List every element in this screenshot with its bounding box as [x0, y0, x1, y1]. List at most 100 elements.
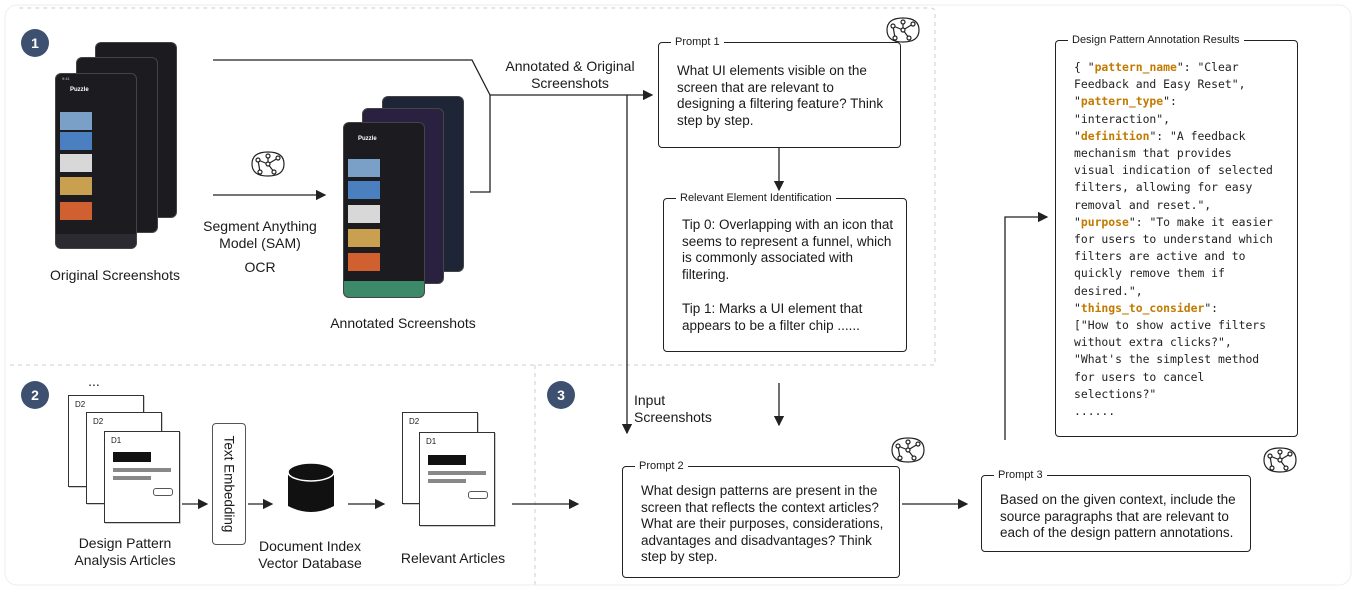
json-text: Feedback and Easy Reset",: [1074, 77, 1246, 92]
json-text: filters are active and to: [1074, 249, 1246, 264]
json-text: "interaction",: [1074, 111, 1171, 126]
brain-network-icon: [1263, 447, 1297, 473]
json-text: filters, allowing for easy: [1074, 180, 1253, 195]
json-text: for users to cancel: [1074, 369, 1205, 384]
doc-heading-bar: [113, 452, 151, 462]
json-key: pattern_type: [1080, 94, 1164, 109]
results-line: "interaction",: [1074, 111, 1273, 128]
doc-heading-bar: [428, 455, 466, 465]
app-thumbnail: [60, 202, 92, 220]
step-badge-2: 2: [21, 381, 49, 409]
articles-label-line1: Design Pattern: [78, 535, 172, 551]
text-embedding-box: Text Embedding: [212, 423, 246, 545]
doc-text-line: [428, 479, 466, 483]
prompt3-box: Prompt 3 Based on the given context, inc…: [981, 468, 1251, 552]
prompt2-box: Prompt 2 What design patterns are presen…: [622, 459, 900, 578]
app-thumbnail: [60, 177, 92, 195]
results-line: without extra clicks?",: [1074, 334, 1273, 351]
original-screenshots-label: Original Screenshots: [50, 267, 180, 283]
doc-text-line: [113, 476, 151, 480]
text-embedding-label: Text Embedding: [221, 435, 237, 533]
relevant-element-box: Relevant Element Identification Tip 0: O…: [663, 191, 907, 352]
docindex-label-line1: Document Index: [259, 538, 361, 554]
annotated-original-label-line1: Annotated & Original: [505, 58, 635, 74]
doc-text-line: [428, 471, 486, 475]
doc-label: D1: [426, 437, 437, 446]
doc-label: D2: [75, 400, 86, 409]
annotated-screenshots-label: Annotated Screenshots: [330, 315, 476, 331]
phone-title: Puzzle: [70, 87, 89, 93]
json-text: removal and reset.",: [1074, 197, 1212, 212]
ellipsis-label: ...: [88, 373, 100, 389]
json-text: ": [1074, 128, 1081, 143]
results-line: filters, allowing for easy: [1074, 179, 1273, 196]
json-text: ": "Clear: [1176, 60, 1239, 74]
json-text: visual indication of selected: [1074, 163, 1273, 178]
json-key: pattern_name: [1094, 60, 1177, 74]
json-text: ": [1074, 94, 1081, 109]
tip-0: Tip 0: Overlapping with an icon that see…: [682, 217, 894, 282]
results-line: filters are active and to: [1074, 248, 1273, 265]
json-text: desired.",: [1074, 283, 1143, 298]
relevant-element-title: Relevant Element Identification: [676, 191, 836, 205]
app-thumbnail: [60, 112, 92, 130]
doc-button-shape: [153, 488, 173, 496]
results-title: Design Pattern Annotation Results: [1068, 33, 1244, 47]
doc-text-line: [113, 468, 171, 472]
prompt1-title: Prompt 1: [671, 35, 724, 49]
brain-network-icon: [891, 437, 925, 463]
json-key: things_to_consider: [1080, 300, 1205, 315]
prompt1-box: Prompt 1 What UI elements visible on the…: [658, 35, 901, 148]
json-text: ": [1074, 300, 1081, 315]
region-1-border: [10, 7, 936, 366]
results-line: desired.",: [1074, 283, 1273, 300]
results-line: quickly remove them if: [1074, 265, 1273, 282]
step-badge-1: 1: [21, 29, 49, 57]
phone-title: Puzzle: [358, 136, 377, 142]
json-text: ": "To make it easier: [1128, 214, 1273, 229]
results-line: for users to understand which: [1074, 231, 1273, 248]
results-line: "things_to_consider":: [1074, 300, 1273, 317]
results-line: selections?": [1074, 386, 1273, 403]
json-key: definition: [1080, 128, 1150, 143]
json-text: ": [1074, 214, 1081, 229]
input-screenshots-label-line2: Screenshots: [634, 409, 712, 425]
docindex-label-line2: Vector Database: [258, 555, 362, 571]
json-key: purpose: [1080, 214, 1129, 229]
ocr-label: OCR: [244, 259, 276, 275]
results-line: Feedback and Easy Reset",: [1074, 76, 1273, 93]
app-thumbnail: [348, 159, 380, 177]
json-text: selections?": [1074, 386, 1157, 401]
doc-button-shape: [468, 491, 488, 499]
results-line: "purpose": "To make it easier: [1074, 214, 1273, 231]
brain-network-icon: [251, 151, 285, 177]
phone-time: 9:41: [62, 76, 70, 81]
sam-label-line2: Model (SAM): [219, 235, 301, 251]
prompt3-title: Prompt 3: [994, 468, 1047, 482]
json-text: quickly remove them if: [1074, 266, 1225, 281]
outer-border: [4, 4, 1352, 586]
results-line: for users to cancel: [1074, 369, 1273, 386]
tab-bar: [56, 234, 136, 248]
app-thumbnail: [348, 229, 380, 247]
sam-label-line1: Segment Anything: [203, 218, 317, 234]
app-thumbnail: [60, 132, 92, 150]
json-text: for users to understand which: [1074, 232, 1273, 247]
json-text: ":: [1163, 94, 1177, 109]
results-line: ......: [1074, 403, 1273, 420]
app-thumbnail: [60, 154, 92, 172]
database-icon: [287, 462, 335, 512]
json-text: { ": [1074, 60, 1095, 74]
articles-label-line2: Analysis Articles: [74, 552, 176, 568]
annotated-phone-front: Puzzle: [343, 122, 425, 298]
json-text: "What's the simplest method: [1074, 352, 1260, 367]
json-text: ": "A feedback: [1149, 128, 1246, 143]
relevant-doc-d1: D1: [419, 432, 495, 526]
prompt1-text: What UI elements visible on the screen t…: [677, 63, 884, 128]
results-line: ["How to show active filters: [1074, 317, 1273, 334]
tab-bar: [344, 281, 424, 297]
doc-label: D2: [409, 417, 420, 426]
